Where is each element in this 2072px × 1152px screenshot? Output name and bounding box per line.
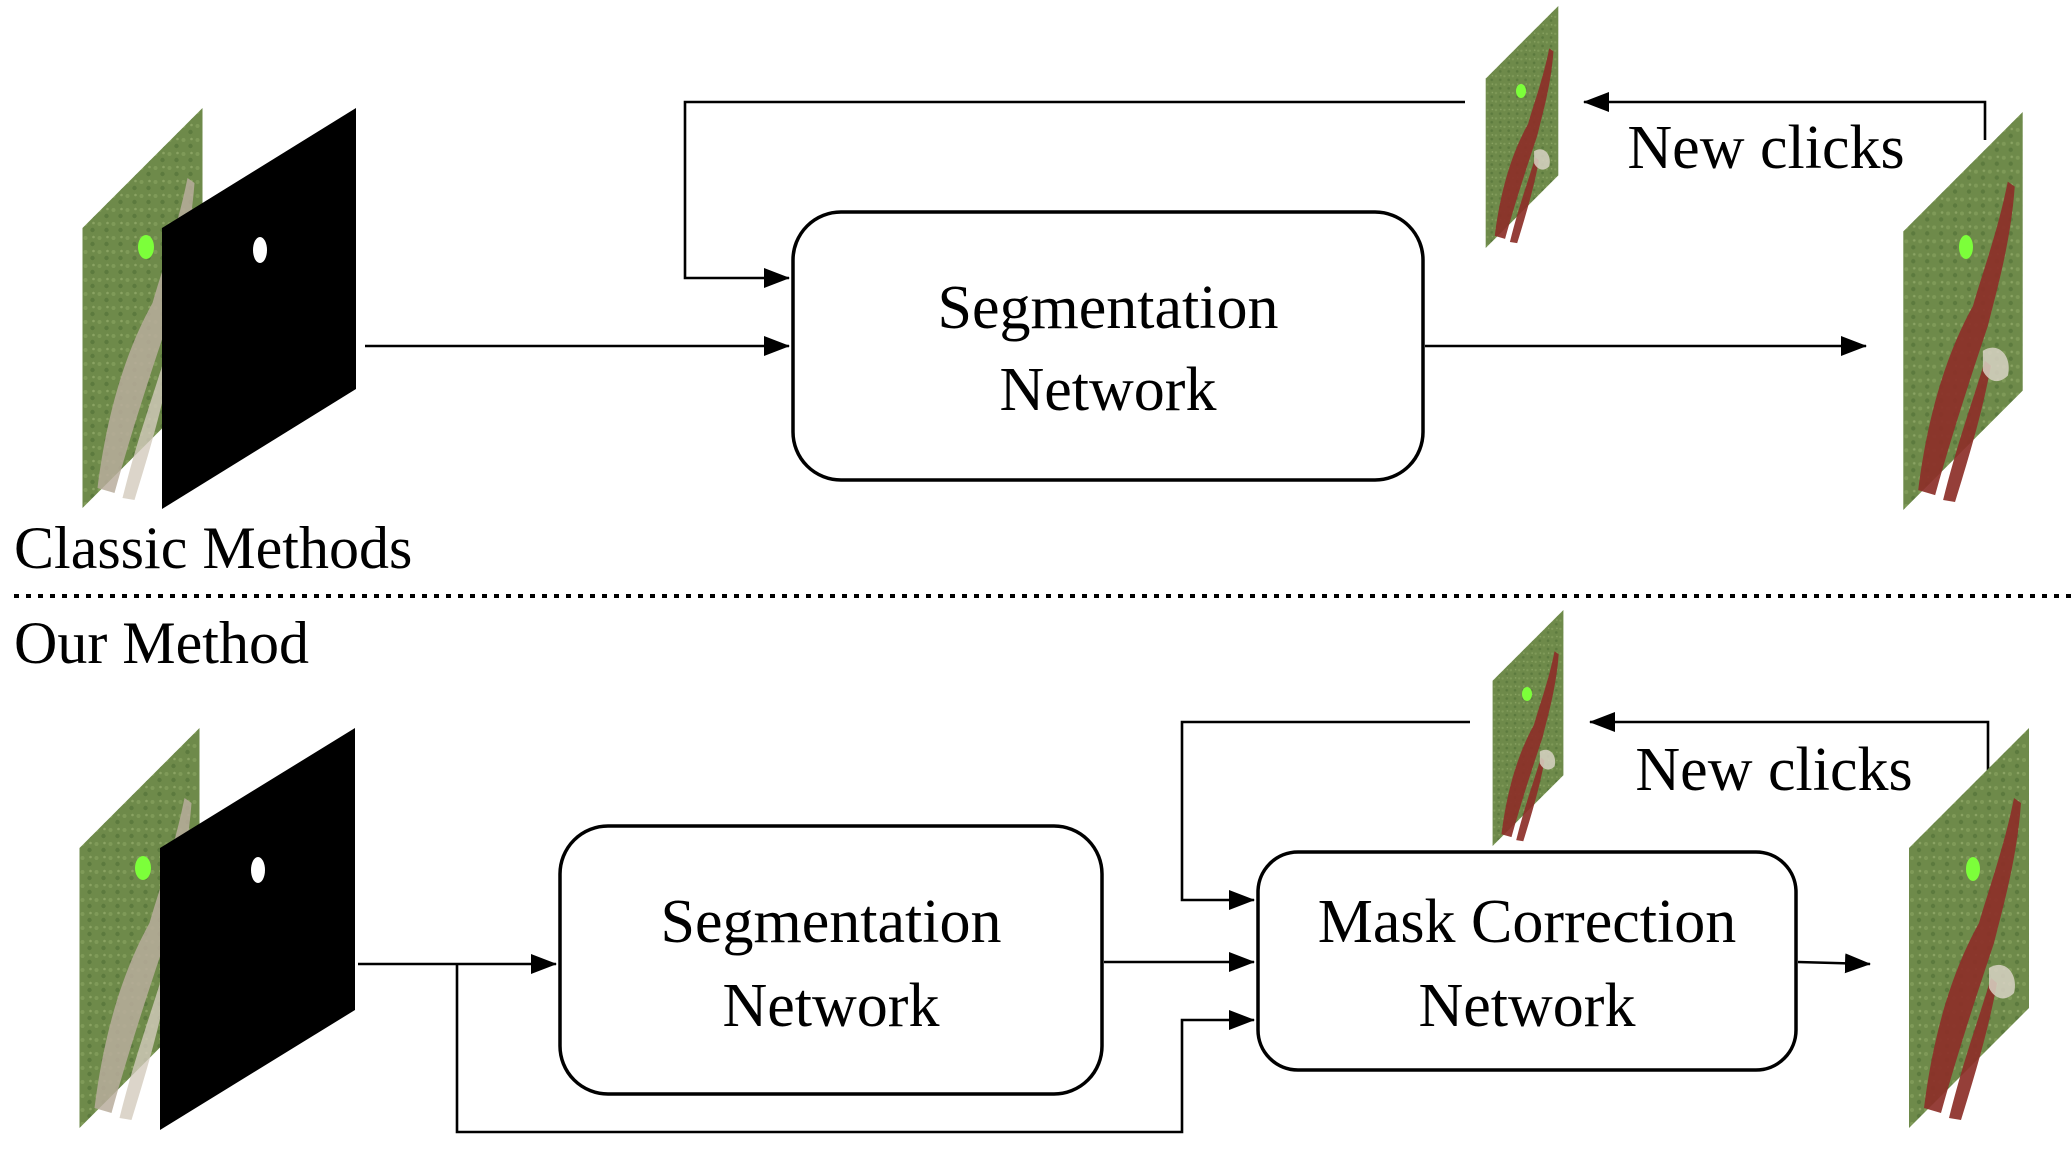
- classic-methods-title: Classic Methods: [14, 515, 412, 581]
- classic-click-map: [162, 108, 356, 509]
- our-output-image: [1909, 728, 2029, 1128]
- click-dot-icon: [251, 857, 265, 883]
- our-method-title: Our Method: [14, 610, 309, 676]
- our-new-clicks-label: New clicks: [1635, 736, 1912, 804]
- click-marker-icon: [135, 856, 151, 880]
- click-marker-icon: [1966, 857, 1980, 881]
- our-segmentation-network-box: [558, 824, 1104, 1096]
- classic-output-image: [1903, 112, 2023, 510]
- our-new-clicks-arrow: [1589, 712, 1990, 772]
- click-marker-icon: [1522, 687, 1532, 701]
- our-input-image: [79, 728, 200, 1128]
- mask-correction-label-line2: Network: [1419, 972, 1636, 1040]
- classic-segmentation-label-line1: Segmentation: [938, 274, 1279, 342]
- our-output-arrow: [1797, 953, 1871, 974]
- classic-feedback-loop: [683, 100, 1465, 288]
- click-marker-icon: [1516, 84, 1526, 98]
- mask-correction-label-line1: Mask Correction: [1318, 888, 1736, 956]
- classic-input-image: [82, 108, 203, 508]
- click-marker-icon: [138, 235, 154, 259]
- classic-new-clicks-arrow: [1583, 92, 1987, 140]
- our-segmentation-label-line2: Network: [723, 972, 940, 1040]
- classic-segmentation-label-line2: Network: [1000, 356, 1217, 424]
- our-segmentation-label-line1: Segmentation: [661, 888, 1002, 956]
- mask-correction-network-box: [1256, 850, 1798, 1072]
- classic-new-clicks-label: New clicks: [1627, 114, 1904, 182]
- our-click-map: [160, 728, 355, 1130]
- classic-feedback-thumbnail: [1485, 6, 1559, 248]
- our-feedback-thumbnail: [1492, 610, 1564, 846]
- classic-segmentation-network-box: [791, 210, 1425, 482]
- click-dot-icon: [253, 237, 267, 263]
- click-marker-icon: [1959, 235, 1973, 259]
- our-input-bypass-line: [455, 964, 1255, 1134]
- our-feedback-loop: [1180, 720, 1470, 910]
